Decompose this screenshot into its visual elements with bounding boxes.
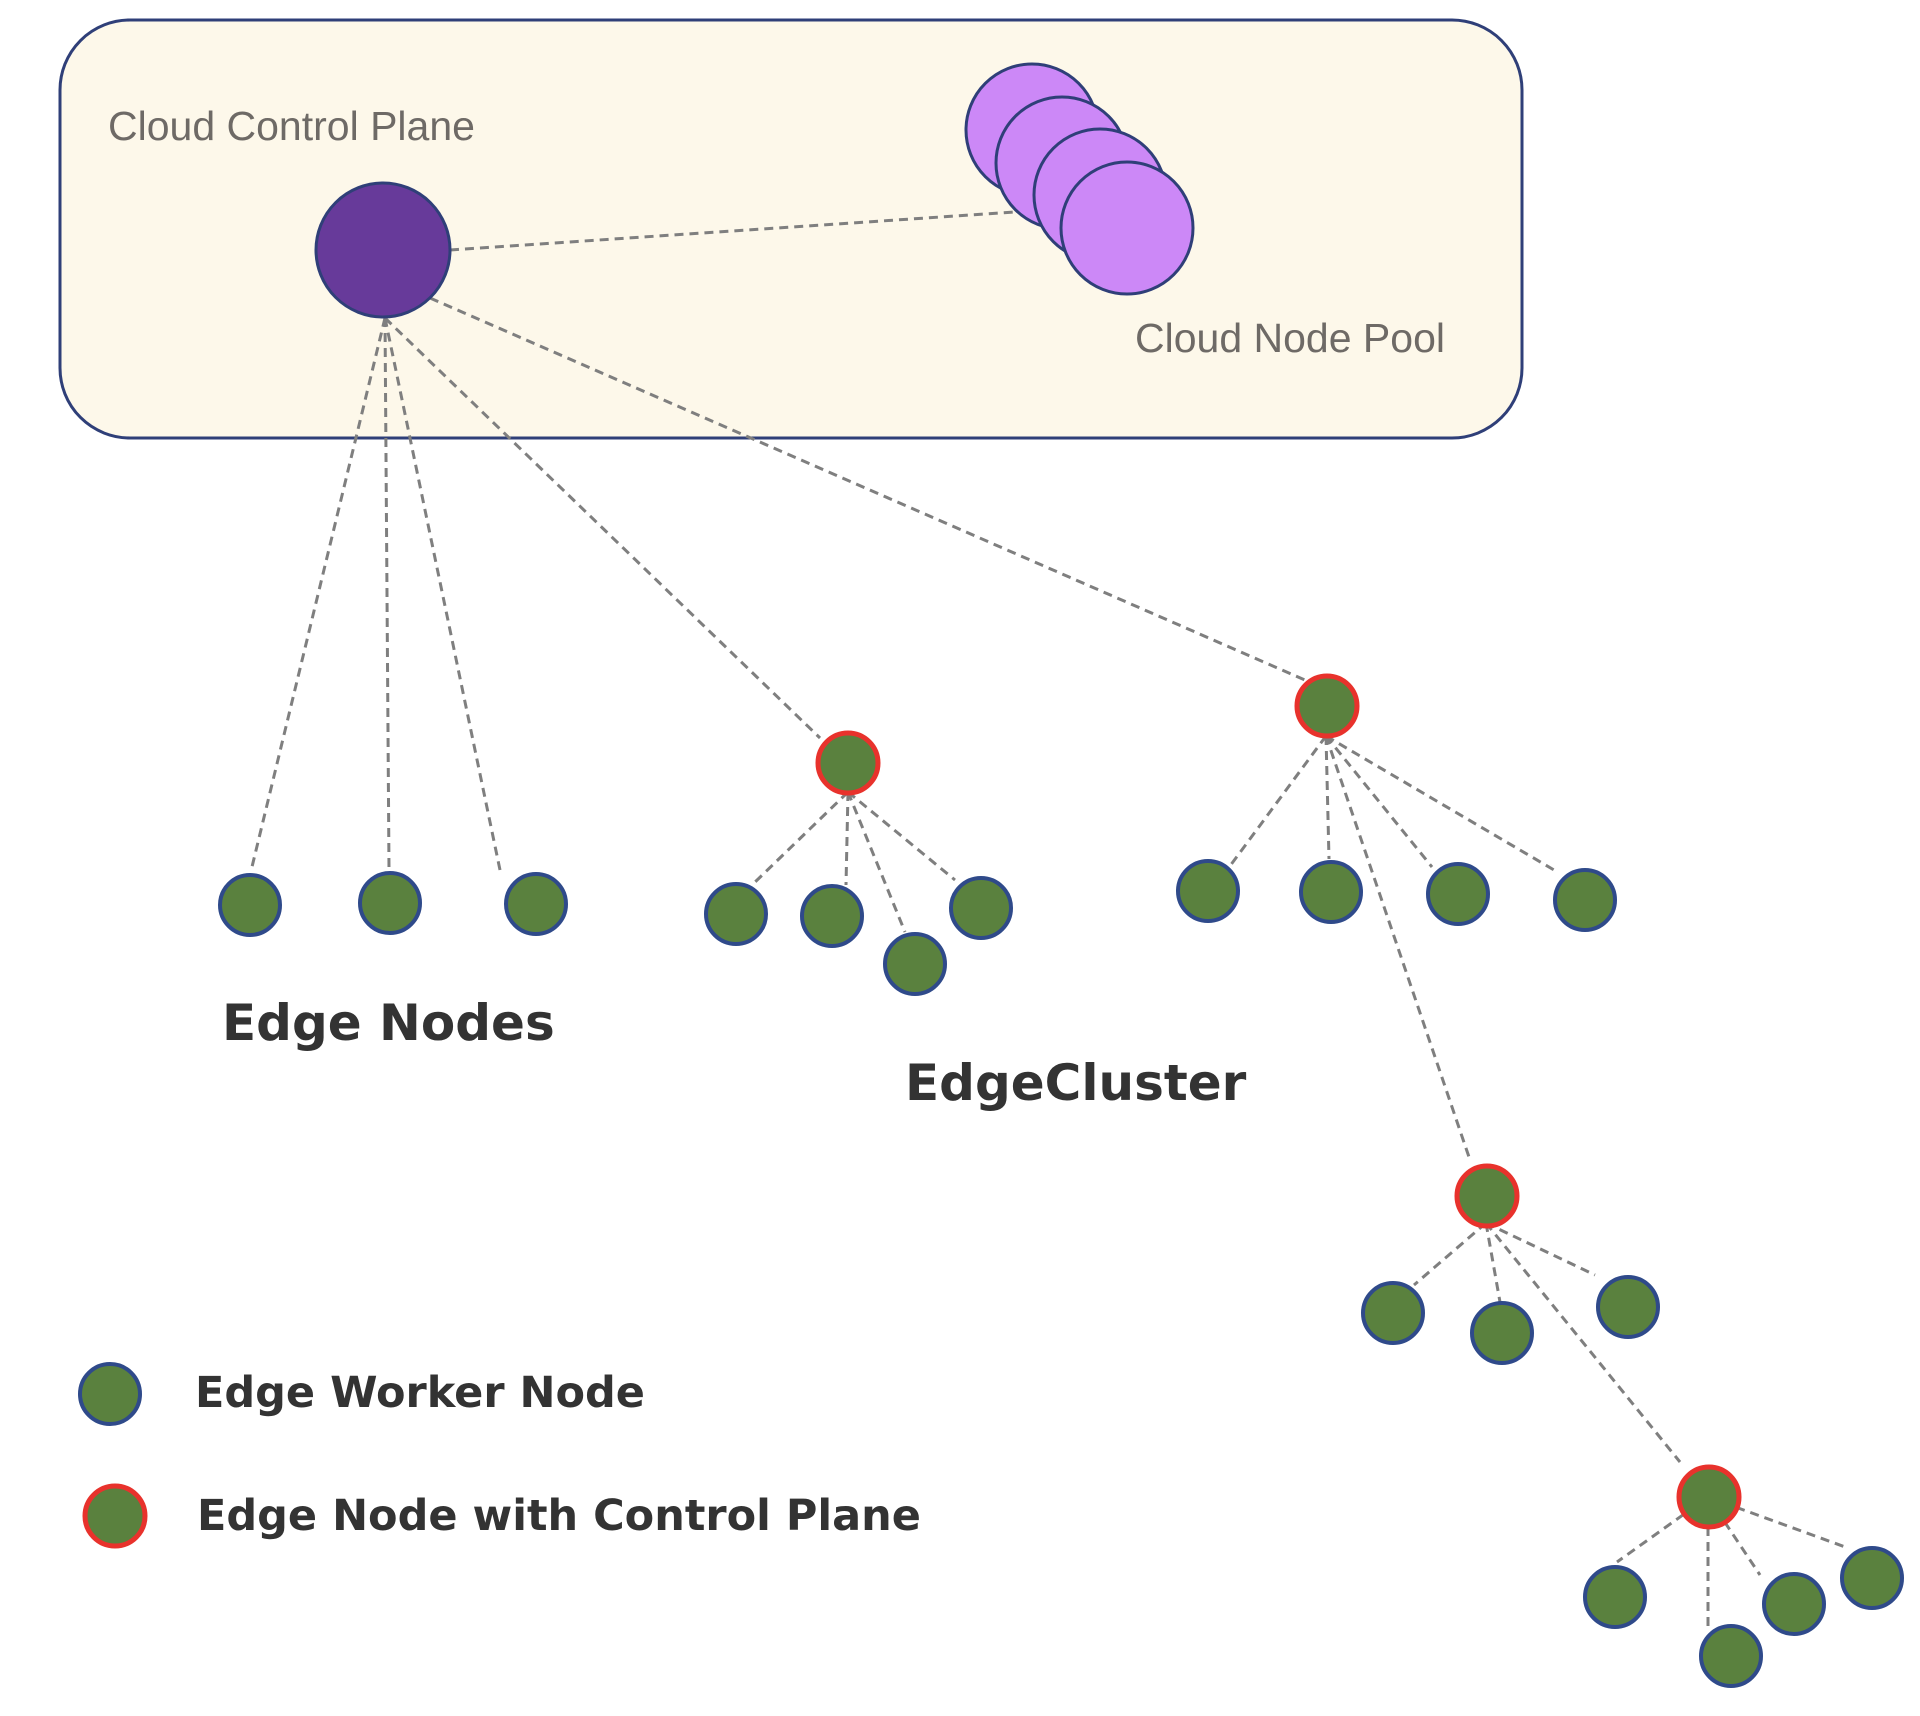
legend-worker-swatch	[78, 1362, 142, 1426]
cloud-node-pool	[964, 62, 1195, 296]
link-master-to-cluster-b	[429, 296, 1306, 682]
edge-worker-node	[1176, 859, 1240, 923]
link-c-to-w1	[1413, 1221, 1487, 1287]
edge-worker-node	[800, 884, 864, 948]
edge-worker-node	[1299, 860, 1363, 924]
edge-control-plane-node	[1294, 673, 1360, 739]
edge-worker-node	[949, 876, 1013, 940]
edge-cluster-label: EdgeCluster	[905, 1054, 1247, 1112]
edge-control-plane-node	[1676, 1464, 1742, 1530]
link-b-to-w3	[1324, 735, 1434, 868]
edge-worker-node	[504, 872, 568, 936]
link-d-to-w4	[1707, 1495, 1849, 1550]
link-a-to-w4	[847, 790, 956, 882]
link-a-to-w1	[750, 790, 850, 887]
edge-worker-node	[1426, 862, 1490, 926]
edge-worker-node	[704, 882, 768, 946]
link-c-to-w3	[1485, 1221, 1596, 1277]
link-a-to-w3	[846, 791, 907, 933]
edge-nodes-group	[218, 871, 568, 937]
edge-worker-node	[1762, 1572, 1826, 1636]
edge-worker-node	[1840, 1546, 1904, 1610]
link-b-to-w1	[1228, 735, 1328, 867]
link-a-to-w2	[844, 791, 850, 886]
edge-cluster-c	[1361, 1163, 1660, 1365]
edge-nodes-label: Edge Nodes	[222, 994, 555, 1052]
edge-worker-node	[1553, 868, 1617, 932]
link-master-to-pool	[449, 210, 1016, 252]
link-c-to-w2	[1484, 1222, 1502, 1303]
edge-cluster-d	[1583, 1464, 1904, 1688]
legend-worker-label: Edge Worker Node	[195, 1368, 645, 1418]
cloud-control-plane-node	[314, 181, 452, 319]
legend-control-swatch	[82, 1483, 148, 1549]
link-master-to-edge-2	[383, 317, 391, 870]
edge-worker-node	[1699, 1624, 1763, 1688]
legend: Edge Worker Node Edge Node with Control …	[78, 1362, 921, 1549]
link-b-to-c	[1324, 735, 1472, 1161]
pool-node	[1059, 160, 1195, 296]
edge-control-plane-node	[815, 730, 881, 796]
legend-control-label: Edge Node with Control Plane	[197, 1491, 921, 1541]
link-c-to-d	[1484, 1222, 1682, 1463]
link-master-to-edge-3	[383, 317, 502, 871]
link-b-to-w4	[1325, 734, 1555, 872]
edge-worker-node	[358, 871, 422, 935]
edge-worker-node	[218, 873, 282, 937]
edge-worker-node	[1583, 1565, 1647, 1629]
cloud-control-plane-label: Cloud Control Plane	[108, 103, 475, 149]
edge-worker-node	[1596, 1275, 1660, 1339]
edge-control-plane-node	[1454, 1163, 1520, 1229]
edge-cluster-b	[1176, 673, 1617, 932]
link-master-to-edge-1	[249, 317, 387, 872]
cloud-control-plane-box	[58, 18, 1524, 440]
edge-cluster-a	[704, 730, 1013, 996]
link-b-to-w2	[1324, 735, 1331, 860]
edge-worker-node	[1470, 1301, 1534, 1365]
edge-worker-node	[1361, 1281, 1425, 1345]
cloud-node-pool-label: Cloud Node Pool	[1135, 315, 1445, 361]
link-master-to-cluster-a	[383, 316, 822, 740]
edge-worker-node	[883, 932, 947, 996]
